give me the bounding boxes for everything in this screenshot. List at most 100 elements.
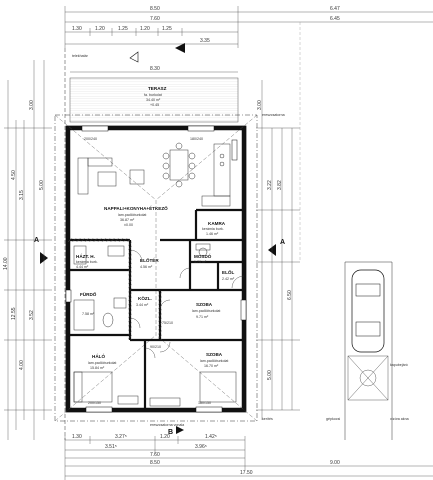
room-szoba2-area: 16.70 m² [204, 364, 219, 368]
room-terasz-level: +0.45 [150, 103, 159, 107]
room-halo-area: 15.84 m² [90, 366, 105, 370]
room-terasz-name: TERASZ [148, 86, 167, 91]
room-kozl-name: KÖZL. [138, 295, 152, 301]
fence-label: kerítés [262, 417, 273, 421]
left-dim-b: 3.15 [19, 190, 25, 200]
right-dimensions [256, 80, 300, 420]
left-dimensions [4, 60, 52, 440]
bottom-dimensions [64, 436, 433, 480]
furniture-living [77, 142, 231, 207]
top-dim-8-30: 8.30 [150, 66, 160, 72]
window-label-bottom-2: 180/150 [198, 401, 211, 405]
right-eave-label: ereszcsatorna [262, 113, 285, 117]
right-dim-b: 3.22 [267, 180, 273, 190]
room-kamra-sub: kerámia burk. [202, 227, 224, 231]
room-living-sub: lam.padlóburkolat [118, 213, 146, 217]
room-terasz-sub: fa. burkolat [144, 93, 162, 97]
room-terasz-area: 34.40 m² [146, 98, 161, 102]
gate-label: gépkocsi [326, 417, 340, 421]
room-living-name: NAPPALI+KONYHA+ÉTKEZŐ [104, 204, 168, 211]
room-eloter-area: 4.56 m² [140, 265, 153, 269]
room-kamra-area: 1.46 m² [206, 232, 219, 236]
bottom-dim-7: 7.60 [150, 452, 160, 458]
carport [344, 261, 393, 440]
room-kamra-name: KAMRA [208, 221, 226, 226]
bottom-dim-1: 1.30 [72, 434, 82, 440]
room-kozl-area: 3.44 m² [136, 303, 149, 307]
room-szoba2-sub: lam.padlóburkolat [200, 359, 228, 363]
carport-note: kapubejáró [390, 363, 408, 367]
room-furdo-area: 7.58 m² [82, 312, 95, 316]
room-szoba1-area: 9.71 m² [196, 315, 209, 319]
section-b-icon [176, 426, 184, 434]
room-halo-name: HÁLÓ [92, 352, 105, 359]
top-dim-8-50: 8.50 [150, 6, 160, 12]
hatched-wall-3 [158, 290, 162, 340]
room-szoba2-name: SZOBA [206, 352, 223, 357]
door-label-1: 90/210 [150, 345, 161, 349]
utility-label: vízóra akna [390, 417, 409, 421]
top-windows [81, 125, 238, 161]
hatched-wall-2 [128, 240, 132, 340]
bottom-dim-9: 9.00 [330, 460, 340, 466]
room-eloter-name: ELŐTÉR [140, 256, 159, 263]
top-dim-seg-4: 1.20 [140, 26, 150, 32]
room-elol-name: ELŐL [222, 269, 234, 275]
room-haztas-name: HÁZT. H. [76, 253, 95, 259]
room-halo-sub: lam.padlóburkolat [88, 361, 116, 365]
top-dim-6-47: 6.47 [330, 6, 340, 12]
right-dim-e: 5.00 [267, 370, 273, 380]
bottom-dim-6: 3.96⁵ [195, 444, 207, 450]
furniture-bedrooms [73, 371, 237, 407]
right-dim-a: 3.00 [257, 100, 263, 110]
furniture-service [73, 243, 211, 331]
left-dim-d: 5.00 [39, 180, 45, 190]
top-dim-seg-2: 1.20 [95, 26, 105, 32]
left-dim-g: 4.00 [19, 360, 25, 370]
room-haztas-sub: kerámia burk. [76, 260, 98, 264]
terrace-area [69, 77, 239, 123]
room-living-area: 36.87 m² [120, 218, 135, 222]
bottom-dim-total: 17.50 [240, 470, 253, 476]
right-dim-c: 3.82 [277, 180, 283, 190]
top-dim-seg-1: 1.30 [72, 26, 82, 32]
window-label-bottom-1: 200/150 [88, 401, 101, 405]
top-dim-seg-3: 1.25 [118, 26, 128, 32]
bottom-dim-2: 3.27⁵ [115, 434, 127, 440]
room-elol-area: 2.42 m² [222, 277, 235, 281]
room-szoba1-sub: lam.padlóburkolat [192, 309, 220, 313]
door-swings [129, 249, 245, 359]
room-szoba1-name: SZOBA [196, 302, 213, 307]
left-dim-a: 4.50 [11, 170, 17, 180]
bottom-dim-8: 8.50 [150, 460, 160, 466]
room-mosdo-name: MOSDÓ [194, 252, 212, 259]
top-dim-seg-5: 1.25 [162, 26, 172, 32]
bottom-eave-label: ereszcsatorna vonala [150, 423, 184, 427]
door-label-2: 75/210 [162, 321, 173, 325]
section-b-label: B [168, 429, 173, 436]
top-dim-6-45: 6.45 [330, 16, 340, 22]
room-haztas-area: 4.44 m² [76, 265, 89, 269]
window-label-1: 200/240 [84, 137, 97, 141]
hatched-wall-1 [68, 238, 130, 242]
top-dimensions [64, 6, 433, 73]
left-dim-f: 12.55 [11, 307, 17, 320]
section-arrow-top-left-icon [129, 51, 139, 63]
room-furdo-name: FÜRDŐ [80, 291, 97, 297]
window-label-2: 180/240 [190, 137, 203, 141]
bottom-dim-3: 1.20 [160, 434, 170, 440]
right-dim-d: 6.50 [287, 290, 293, 300]
left-dim-total: 14.00 [3, 257, 9, 270]
bottom-windows [65, 289, 247, 413]
left-property-label: telekhatár [72, 54, 89, 58]
section-a-right-label: A [280, 239, 285, 246]
top-dim-7-60: 7.60 [150, 16, 160, 22]
left-dim-c: 3.00 [29, 100, 35, 110]
section-a-left-label: A [34, 237, 39, 244]
bottom-dim-5: 3.51⁵ [105, 444, 117, 450]
room-living-level: ±0.00 [124, 223, 133, 227]
bottom-dim-4: 1.42⁵ [205, 434, 217, 440]
section-arrow-top-icon [175, 43, 185, 53]
left-dim-e: 3.52 [29, 310, 35, 320]
